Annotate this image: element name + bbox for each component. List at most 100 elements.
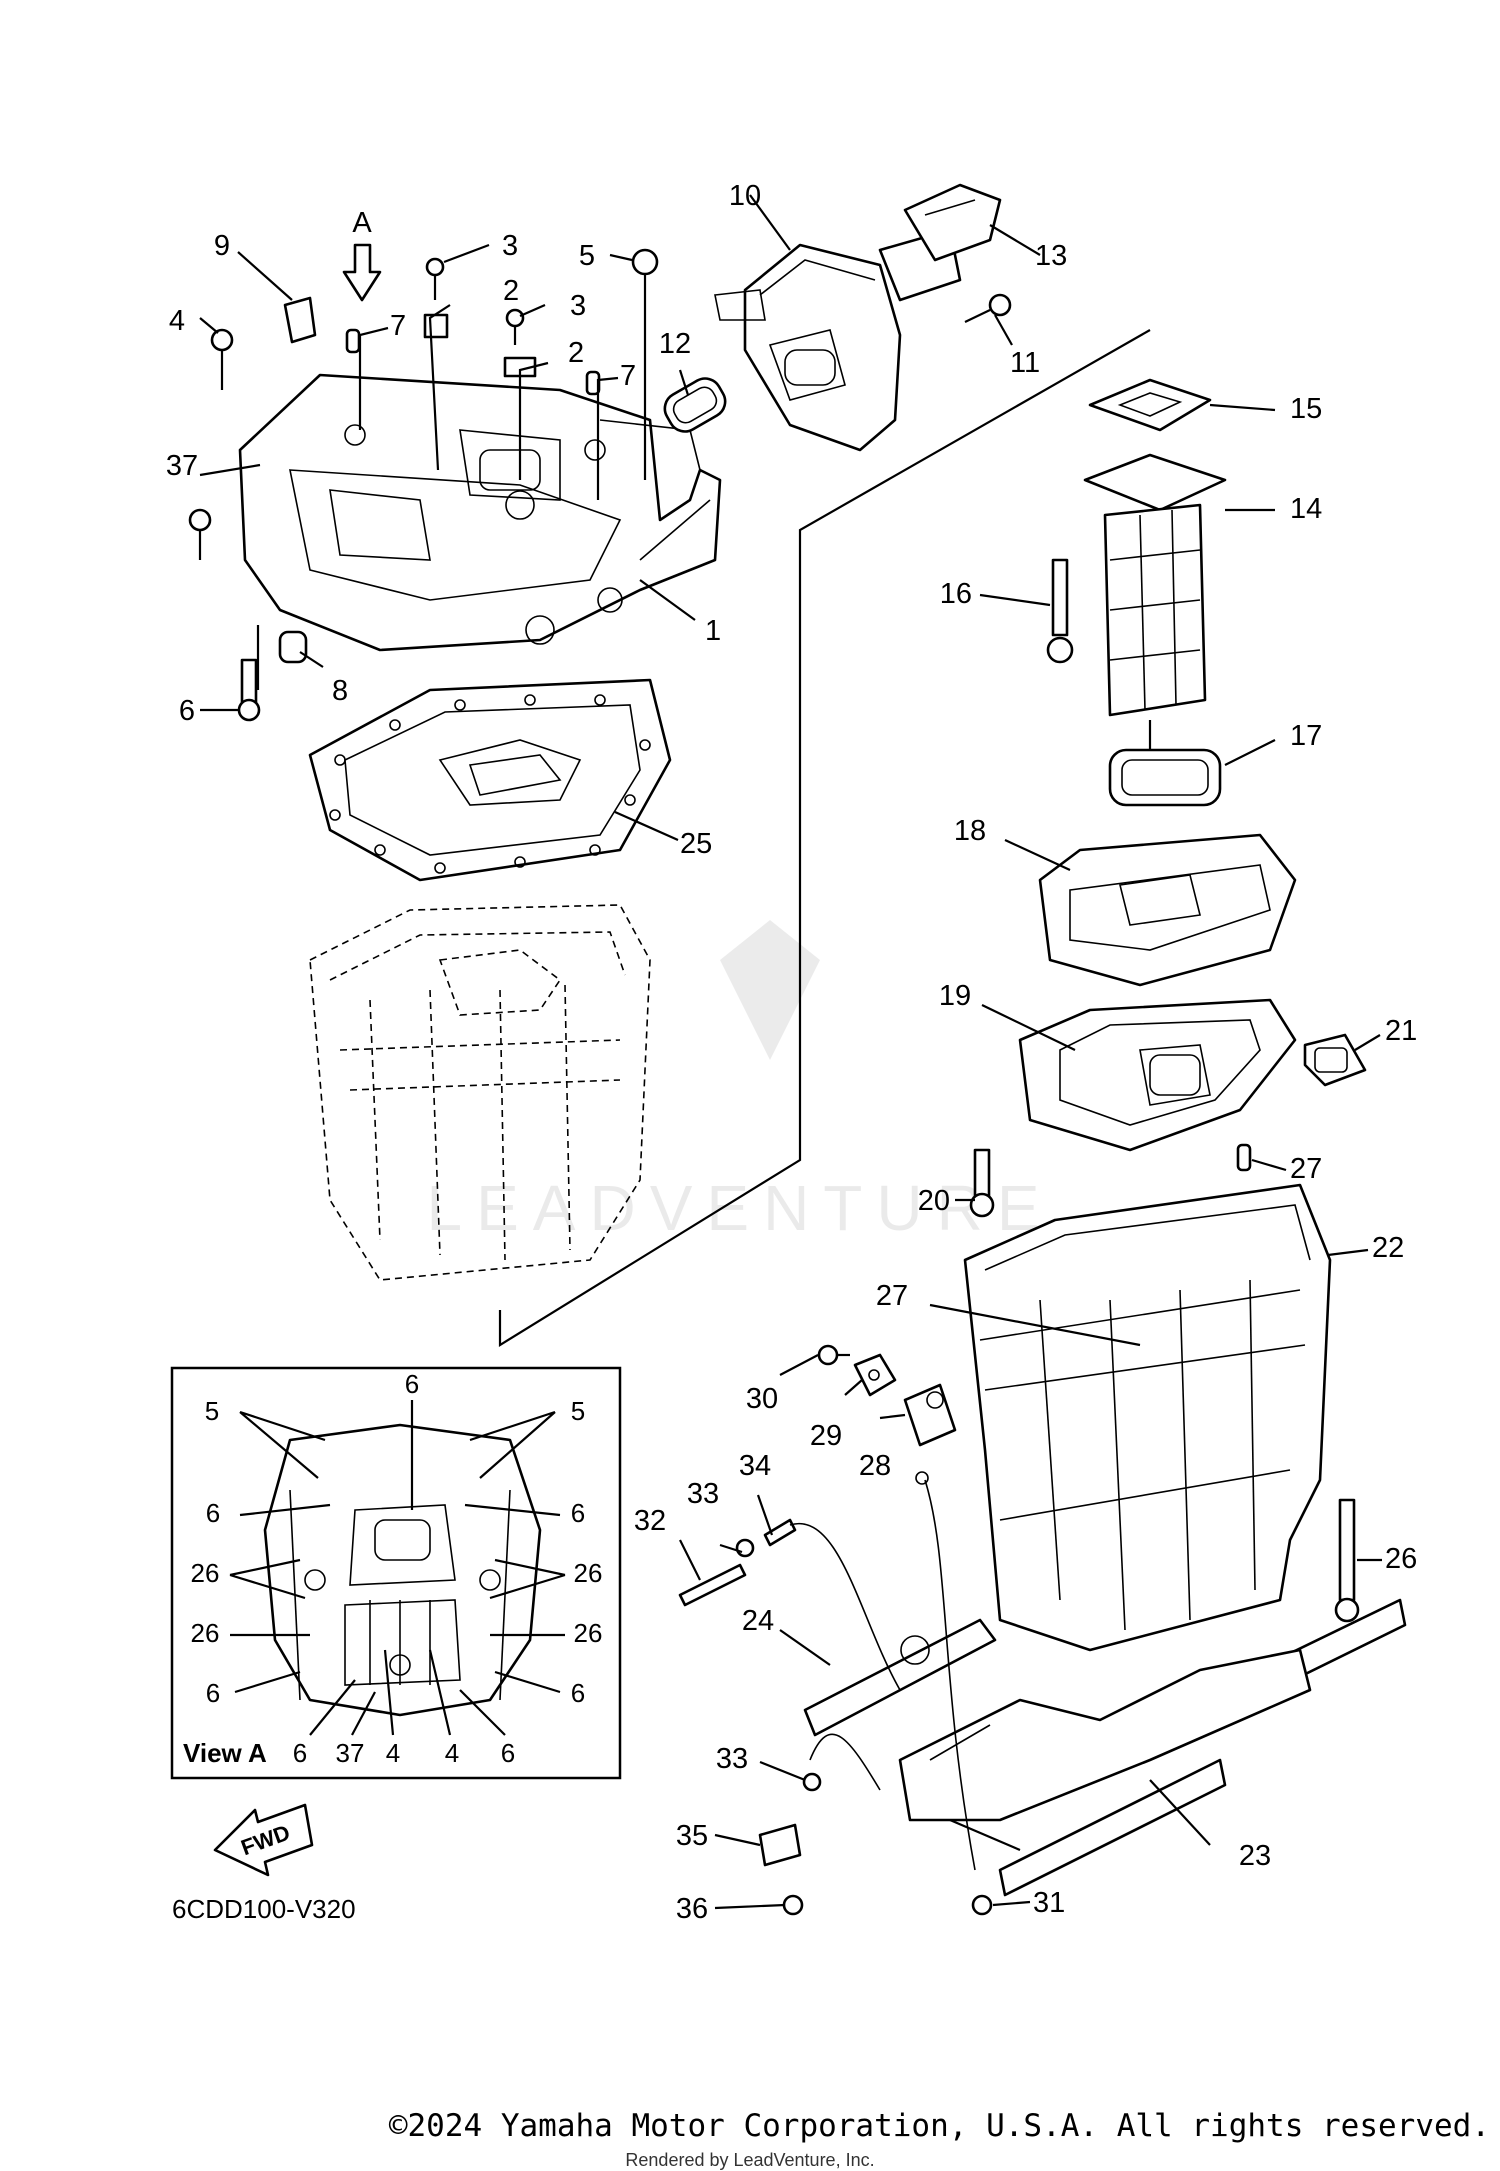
callout-36: 36 bbox=[676, 1893, 708, 1925]
callout-37: 37 bbox=[166, 450, 198, 482]
view-a-label-26-left2: 26 bbox=[191, 1618, 220, 1648]
part-33-clip bbox=[735, 1538, 822, 1792]
view-a-bottom-6b: 6 bbox=[501, 1738, 515, 1768]
callout-5: 5 bbox=[579, 240, 595, 272]
part-9-plug bbox=[283, 296, 317, 344]
part-8-grommet bbox=[278, 630, 308, 664]
part-21-cap bbox=[1303, 1033, 1367, 1087]
callout-16: 16 bbox=[940, 578, 972, 610]
part-5-bolt bbox=[631, 248, 659, 310]
callout-22: 22 bbox=[1372, 1232, 1404, 1264]
part-22-casing bbox=[963, 1183, 1332, 1652]
callout-26: 26 bbox=[1385, 1543, 1417, 1575]
callout-28: 28 bbox=[859, 1450, 891, 1482]
view-a-label-5-left: 5 bbox=[205, 1396, 219, 1426]
arrow-a-label: A bbox=[352, 207, 372, 239]
part-27-pin bbox=[1236, 1143, 1252, 1172]
callout-3a: 3 bbox=[502, 230, 518, 262]
callout-10: 10 bbox=[729, 180, 761, 212]
view-a-title: View A bbox=[183, 1738, 267, 1768]
gasket-bolt-holes bbox=[329, 694, 651, 874]
callout-15: 15 bbox=[1290, 393, 1322, 425]
callout-19: 19 bbox=[939, 980, 971, 1012]
callout-13: 13 bbox=[1035, 240, 1067, 272]
part-17-seal bbox=[1108, 748, 1222, 807]
view-a-label-6-right2: 6 bbox=[571, 1678, 585, 1708]
callout-3b: 3 bbox=[570, 290, 586, 322]
part-13-clip bbox=[903, 183, 1002, 262]
callout-7a: 7 bbox=[390, 310, 406, 342]
callout-11: 11 bbox=[1010, 347, 1040, 379]
callout-29: 29 bbox=[810, 1420, 842, 1452]
callout-25: 25 bbox=[680, 828, 712, 860]
part-28-sensor bbox=[903, 1383, 957, 1447]
view-a-arrow-icon: A bbox=[342, 207, 382, 302]
part-6-bolt bbox=[237, 658, 261, 722]
part-10-silencer bbox=[714, 228, 962, 452]
callout-32: 32 bbox=[634, 1505, 666, 1537]
part-32-fitting bbox=[678, 1563, 747, 1607]
callout-labels: 1 2 2 3 3 4 5 6 7 7 8 9 10 11 12 13 14 1… bbox=[166, 180, 1417, 1925]
callout-27b: 27 bbox=[876, 1280, 908, 1312]
callout-27a: 27 bbox=[1290, 1153, 1322, 1185]
view-a-label-26-right2: 26 bbox=[574, 1618, 603, 1648]
callout-2a: 2 bbox=[503, 275, 519, 307]
part-35-bracket bbox=[758, 1823, 802, 1867]
view-a-bottom-4b: 4 bbox=[445, 1738, 459, 1768]
callout-12: 12 bbox=[659, 328, 691, 360]
view-a-inset: 5 5 6 6 6 26 26 26 26 6 6 View A 6 37 4 … bbox=[170, 1366, 622, 1780]
section-boundary-line bbox=[498, 329, 1151, 1347]
diagram-code: 6CDD100-V320 bbox=[172, 1894, 356, 1924]
callout-6: 6 bbox=[179, 695, 195, 727]
callout-34: 34 bbox=[739, 1450, 771, 1482]
view-a-bottom-37: 37 bbox=[336, 1738, 365, 1768]
part-25-gasket bbox=[308, 678, 672, 882]
callout-30: 30 bbox=[746, 1383, 778, 1415]
callout-1: 1 bbox=[705, 615, 721, 647]
part-19-plate bbox=[1018, 998, 1297, 1152]
view-a-label-6-top: 6 bbox=[405, 1369, 419, 1399]
callout-8: 8 bbox=[332, 675, 348, 707]
part-29-bracket bbox=[853, 1353, 897, 1397]
part-36-bolt bbox=[782, 1894, 804, 1916]
view-a-label-6-left1: 6 bbox=[206, 1498, 220, 1528]
callout-17: 17 bbox=[1290, 720, 1322, 752]
part-11-bolt bbox=[964, 293, 1012, 323]
part-1-exhaust-guide bbox=[238, 373, 722, 652]
callout-24: 24 bbox=[742, 1605, 774, 1637]
part-30-bolt bbox=[817, 1344, 850, 1366]
part-20-bolt bbox=[969, 1148, 995, 1218]
callout-31: 31 bbox=[1033, 1887, 1065, 1919]
callout-14: 14 bbox=[1290, 493, 1322, 525]
callout-7b: 7 bbox=[620, 360, 636, 392]
part-34-hose bbox=[763, 1518, 901, 1791]
part-26-bolt bbox=[1334, 1498, 1360, 1623]
reference-casing-dashed bbox=[309, 904, 651, 1281]
callout-23: 23 bbox=[1239, 1840, 1271, 1872]
part-15-gasket bbox=[1088, 378, 1212, 432]
callout-2b: 2 bbox=[568, 337, 584, 369]
part-37-bolt bbox=[188, 508, 212, 560]
copyright-notice: ©2024 Yamaha Motor Corporation, U.S.A. A… bbox=[388, 2108, 1490, 2144]
callout-18: 18 bbox=[954, 815, 986, 847]
part-24-strip bbox=[803, 1618, 997, 1737]
callout-20: 20 bbox=[918, 1185, 950, 1217]
watermark-text: LEADVENTURE bbox=[427, 1172, 1054, 1244]
callout-35: 35 bbox=[676, 1820, 708, 1852]
view-a-label-26-left1: 26 bbox=[191, 1558, 220, 1588]
view-a-label-6-left2: 6 bbox=[206, 1678, 220, 1708]
fwd-arrow-icon: FWD bbox=[213, 1803, 314, 1877]
leader-lines bbox=[199, 194, 1382, 1910]
callout-21: 21 bbox=[1385, 1015, 1417, 1047]
part-18-gasket bbox=[1038, 833, 1297, 987]
part-31-bolt bbox=[971, 1894, 993, 1916]
callout-4: 4 bbox=[169, 305, 185, 337]
part-16-bolt bbox=[1046, 558, 1074, 664]
part-3-screws bbox=[425, 257, 525, 345]
lower-bracket bbox=[898, 1635, 1312, 1822]
callout-33a: 33 bbox=[687, 1478, 719, 1510]
part-14-filter bbox=[1083, 453, 1227, 717]
cable-wire bbox=[915, 1471, 976, 1871]
callout-9: 9 bbox=[214, 230, 230, 262]
